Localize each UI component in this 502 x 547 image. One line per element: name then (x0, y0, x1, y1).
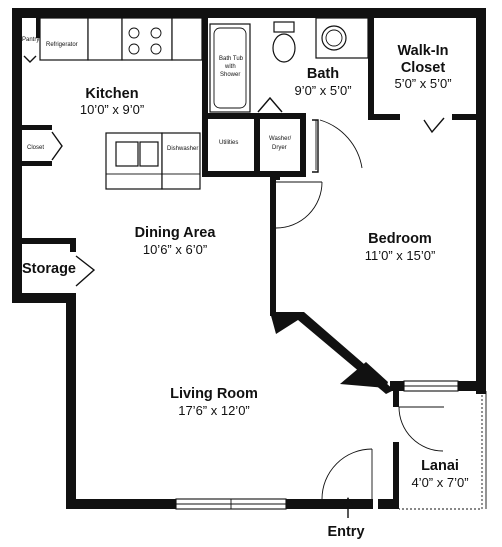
closet-name-line1: Walk-In (397, 43, 448, 59)
tub-label-line2: with (224, 64, 236, 70)
bedroom-name: Bedroom (368, 231, 432, 247)
utilities-label: Utilities (219, 140, 238, 146)
closet-dims: 5’0” x 5’0” (394, 76, 451, 91)
bath-dims: 9’0” x 5’0” (294, 83, 351, 98)
pantry-label: Pantry (22, 37, 39, 43)
kitchen-dims: 10’0” x 9’0” (80, 102, 144, 117)
doors (75, 181, 444, 518)
storage-name: Storage (22, 261, 76, 277)
dishwasher-label: Dishwasher (167, 146, 198, 152)
washer-label-line2: Dryer (272, 145, 287, 151)
kitchen-name: Kitchen (85, 86, 138, 102)
washer-label-line1: Washer/ (269, 136, 291, 142)
kitchen-fixtures (23, 17, 203, 190)
tub-label-line3: Shower (220, 72, 240, 78)
bedroom-dims: 11’0” x 15’0” (365, 248, 436, 263)
closet-name-line2: Closet (401, 60, 445, 76)
lanai-name: Lanai (421, 458, 459, 474)
tub-label-line1: Bath Tub (219, 56, 244, 62)
refrigerator-label: Refrigerator (46, 42, 78, 48)
living-name: Living Room (170, 386, 258, 402)
bath-name: Bath (307, 66, 339, 82)
closet-label: Closet (27, 145, 44, 151)
dining-dims: 10’6” x 6’0” (143, 242, 207, 257)
living-dims: 17’6” x 12’0” (178, 403, 250, 418)
entry-label: Entry (327, 524, 364, 540)
dining-name: Dining Area (135, 225, 217, 241)
bath-fixtures (209, 17, 445, 173)
windows (175, 380, 487, 510)
lanai-dims: 4’0” x 7’0” (411, 475, 468, 490)
bedroom-diagonal-wall (270, 312, 394, 394)
room-labels: Pantry Refrigerator Kitchen 10’0” x 9’0”… (22, 37, 469, 540)
